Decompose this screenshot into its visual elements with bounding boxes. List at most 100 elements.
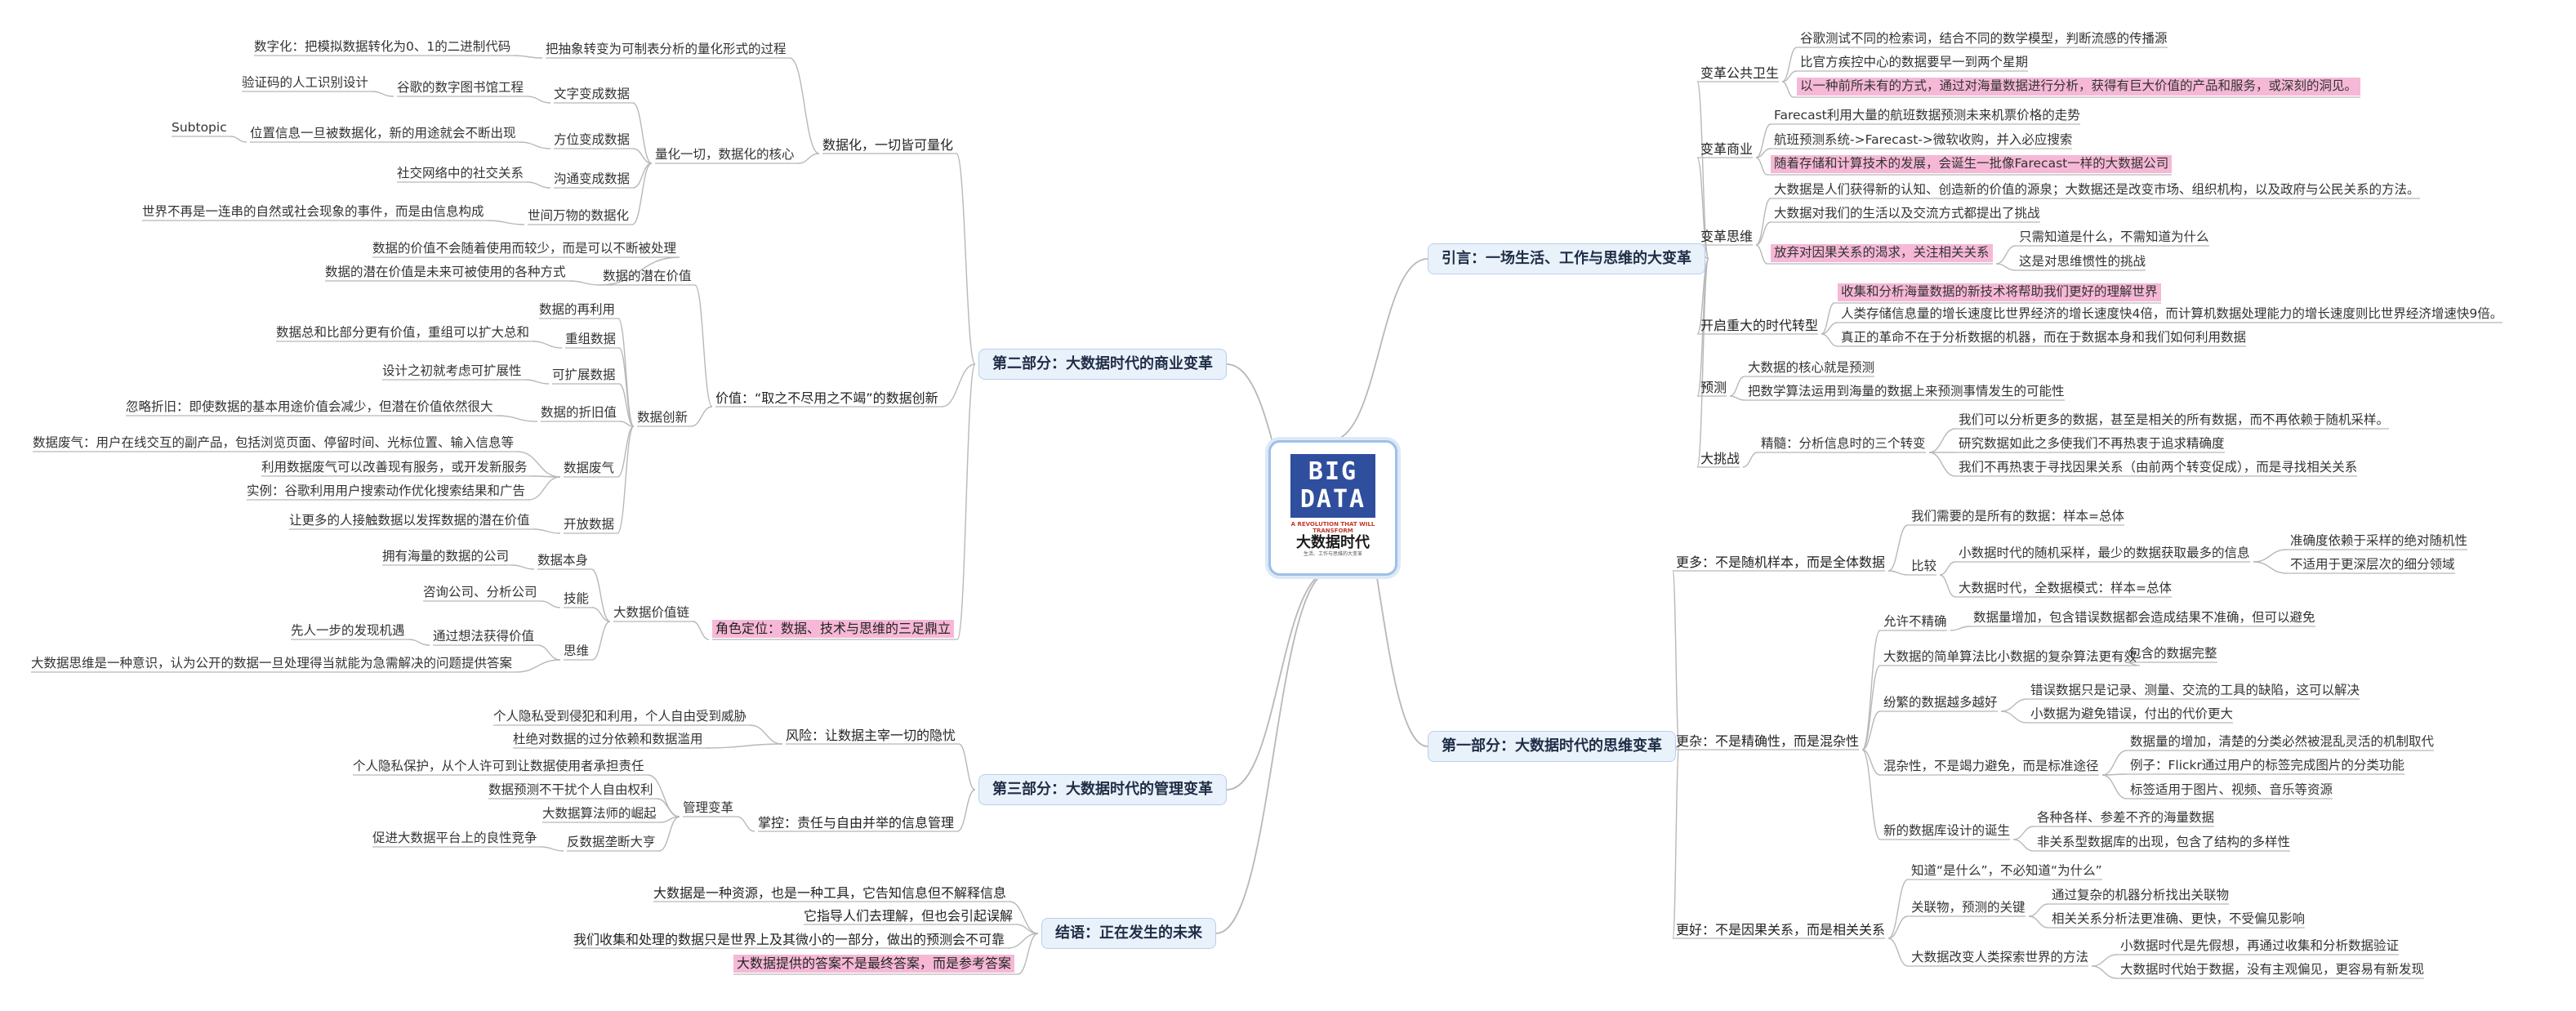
- intro-era-1[interactable]: 收集和分析海量数据的新技术将帮助我们更好的理解世界: [1838, 283, 2161, 301]
- p1-db-1[interactable]: 各种各样、参差不齐的海量数据: [2037, 810, 2215, 825]
- intro-thinking-1[interactable]: 大数据是人们获得新的认知、创造新的价值的源泉；大数据还是改变市场、组织机构，以及…: [1774, 182, 2420, 197]
- p2-latent[interactable]: 数据的潜在价值: [603, 269, 692, 283]
- p2-all-1[interactable]: 世界不再是一连串的自然或社会现象的事件，而是由信息构成: [142, 204, 484, 219]
- p2-comm-1[interactable]: 社交网络中的社交关系: [397, 166, 524, 180]
- intro-business-2[interactable]: 航班预测系统->Farecast->微软收购，并入必应搜索: [1774, 132, 2073, 147]
- intro-era[interactable]: 开启重大的时代转型: [1700, 318, 1819, 333]
- p1-compare-2[interactable]: 大数据时代，全数据模式：样本=总体: [1959, 581, 2172, 595]
- intro-thinking[interactable]: 变革思维: [1700, 229, 1754, 244]
- p3-ctrl[interactable]: 掌控：责任与自由并举的信息管理: [758, 815, 955, 831]
- p1-messy[interactable]: 更杂：不是精确性，而是混杂性: [1676, 733, 1860, 749]
- p3-risk[interactable]: 风险：让数据主宰一切的隐忧: [786, 728, 956, 743]
- p1-change-1[interactable]: 小数据时代是先假想，再通过收集和分析数据验证: [2120, 938, 2400, 953]
- intro-challenge-3[interactable]: 我们不再热衷于寻找因果关系（由前两个转变促成），而是寻找相关关系: [1959, 460, 2358, 474]
- p2-latent-1[interactable]: 数据的价值不会随着使用而较少，而是可以不断被处理: [372, 241, 677, 256]
- p2-pos[interactable]: 方位变成数据: [554, 132, 631, 147]
- p3-risk-2[interactable]: 杜绝对数据的过分依赖和数据滥用: [513, 732, 703, 746]
- p2-ext-1[interactable]: 设计之初就考虑可扩展性: [382, 363, 522, 378]
- p1-mixed-1[interactable]: 数据量的增加，清楚的分类必然被混乱灵活的机制取代: [2130, 734, 2435, 749]
- p2-mind-2[interactable]: 大数据思维是一种意识，认为公开的数据一旦处理得当就能为急需解决的问题提供答案: [31, 656, 513, 670]
- intro-predict-1[interactable]: 大数据的核心就是预测: [1748, 360, 1875, 375]
- intro-health-2[interactable]: 比官方疾控中心的数据要早一到两个星期: [1800, 55, 2029, 69]
- p1-simple-1[interactable]: 包含的数据完整: [2128, 646, 2217, 661]
- ending-4[interactable]: 大数据提供的答案不是最终答案，而是参考答案: [733, 955, 1015, 973]
- p2-pos-1[interactable]: 位置信息一旦被数据化，新的用途就会不断出现: [250, 126, 516, 140]
- p2-innov[interactable]: 数据创新: [637, 410, 689, 425]
- intro-challenge-sub[interactable]: 精髓：分析信息时的三个转变: [1761, 436, 1926, 451]
- intro-predict-2[interactable]: 把数学算法运用到海量的数据上来预测事情发生的可能性: [1748, 384, 2065, 399]
- intro-challenge[interactable]: 大挑战: [1700, 451, 1740, 466]
- p2-exhaust-2[interactable]: 利用数据废气可以改善现有服务，或开发新服务: [261, 460, 528, 474]
- p2-dep[interactable]: 数据的折旧值: [541, 405, 617, 420]
- p1-compare-1a[interactable]: 准确度依赖于采样的绝对随机性: [2290, 533, 2468, 548]
- p2-exhaust[interactable]: 数据废气: [564, 461, 615, 475]
- p1-simple[interactable]: 大数据的简单算法比小数据的复杂算法更有效: [1883, 649, 2137, 664]
- p1-more-1[interactable]: 我们需要的是所有的数据：样本=总体: [1911, 509, 2124, 523]
- p1-worse[interactable]: 纷繁的数据越多越好: [1883, 695, 1998, 710]
- p2-text-1[interactable]: 谷歌的数字图书馆工程: [397, 80, 524, 95]
- p1-mixed-3[interactable]: 标签适用于图片、视频、音乐等资源: [2130, 782, 2333, 797]
- p2-ext[interactable]: 可扩展数据: [552, 367, 616, 382]
- p1-compare-1[interactable]: 小数据时代的随机采样，最少的数据获取最多的信息: [1959, 546, 2250, 560]
- intro-era-2[interactable]: 人类存储信息量的增长速度比世界经济的增长速度快4倍，而计算机数据处理能力的增长速…: [1841, 306, 2503, 321]
- p1-compare-1b[interactable]: 不适用于更深层次的细分领域: [2290, 557, 2455, 572]
- p2-core[interactable]: 量化一切，数据化的核心: [655, 147, 795, 162]
- p2-exhaust-3[interactable]: 实例：谷歌利用用户搜索动作优化搜索结果和广告: [247, 483, 526, 498]
- p2-pos-1a[interactable]: Subtopic: [172, 120, 227, 135]
- main-node-part3[interactable]: 第三部分：大数据时代的管理变革: [978, 774, 1227, 805]
- p1-allow[interactable]: 允许不精确: [1883, 614, 1947, 629]
- p2-quant-sub[interactable]: 把抽象转变为可制表分析的量化形式的过程: [546, 42, 787, 56]
- p2-mind-1a[interactable]: 先人一步的发现机遇: [291, 623, 405, 638]
- intro-predict[interactable]: 预测: [1700, 380, 1727, 395]
- intro-challenge-2[interactable]: 研究数据如此之多使我们不再热衷于追求精确度: [1959, 436, 2225, 451]
- p1-worse-2[interactable]: 小数据为避免错误，付出的代价更大: [2030, 706, 2234, 721]
- p2-recomb-1[interactable]: 数据总和比部分更有价值，重组可以扩大总和: [276, 325, 530, 340]
- p3-mgmt-1[interactable]: 个人隐私保护，从个人许可到让数据使用者承担责任: [353, 759, 644, 773]
- p2-role[interactable]: 角色定位：数据、技术与思维的三足鼎立: [712, 620, 955, 638]
- p2-recomb[interactable]: 重组数据: [565, 332, 617, 346]
- ending-2[interactable]: 它指导人们去理解，但也会引起误解: [804, 908, 1014, 924]
- p1-better[interactable]: 更好：不是因果关系，而是相关关系: [1676, 922, 1886, 938]
- p2-chain[interactable]: 大数据价值链: [613, 605, 690, 620]
- p1-key-1[interactable]: 通过复杂的机器分析找出关联物: [2052, 888, 2230, 902]
- p3-mgmt-4[interactable]: 反数据垄断大亨: [567, 835, 656, 849]
- p2-data[interactable]: 数据本身: [537, 553, 589, 568]
- p2-all[interactable]: 世间万物的数据化: [528, 208, 630, 223]
- p3-mgmt-4a[interactable]: 促进大数据平台上的良性竞争: [372, 831, 537, 845]
- ending-1[interactable]: 大数据是一种资源，也是一种工具，它告知信息但不解释信息: [653, 885, 1007, 901]
- p3-mgmt[interactable]: 管理变革: [683, 800, 734, 815]
- p1-mixed-2[interactable]: 例子：Flickr通过用户的标签完成图片的分类功能: [2130, 758, 2404, 773]
- intro-business-3[interactable]: 随着存储和计算技术的发展，会诞生一批像Farecast一样的大数据公司: [1771, 155, 2173, 173]
- p1-change[interactable]: 大数据改变人类探索世界的方法: [1911, 950, 2089, 964]
- intro-thinking-3[interactable]: 放弃对因果关系的渴求，关注相关关系: [1771, 244, 1993, 262]
- p2-dep-1[interactable]: 忽略折旧：即使数据的基本用途价值会减少，但潜在价值依然很大: [126, 399, 493, 414]
- p2-skill-1[interactable]: 咨询公司、分析公司: [423, 585, 537, 599]
- center-book-cover[interactable]: BIG DATA A REVOLUTION THAT WILL TRANSFOR…: [1268, 440, 1397, 576]
- intro-business[interactable]: 变革商业: [1700, 141, 1754, 157]
- p1-allow-1[interactable]: 数据量增加，包含错误数据都会造成结果不准确，但可以避免: [1973, 610, 2315, 625]
- p2-exhaust-1[interactable]: 数据废气：用户在线交互的副产品，包括浏览页面、停留时间、光标位置、输入信息等: [33, 435, 515, 450]
- ending-3[interactable]: 我们收集和处理的数据只是世界上及其微小的一部分，做出的预测会不可靠: [573, 932, 1005, 947]
- intro-health[interactable]: 变革公共卫生: [1700, 65, 1780, 81]
- intro-health-1[interactable]: 谷歌测试不同的检索词，结合不同的数学模型，判断流感的传播源: [1800, 31, 2168, 46]
- p2-value[interactable]: 价值：“取之不尽用之不竭”的数据创新: [715, 390, 938, 406]
- p2-mind-1[interactable]: 通过想法获得价值: [433, 629, 535, 644]
- p1-worse-1[interactable]: 错误数据只是记录、测量、交流的工具的缺陷，这可以解决: [2030, 683, 2360, 697]
- p2-reuse[interactable]: 数据的再利用: [539, 302, 616, 317]
- p3-mgmt-3[interactable]: 大数据算法师的崛起: [542, 806, 657, 821]
- p3-mgmt-2[interactable]: 数据预测不干扰个人自由权利: [488, 782, 653, 797]
- main-node-intro[interactable]: 引言：一场生活、工作与思维的大变革: [1428, 243, 1705, 274]
- p2-mind[interactable]: 思维: [564, 644, 590, 658]
- main-node-part2[interactable]: 第二部分：大数据时代的商业变革: [978, 349, 1227, 380]
- p1-mixed[interactable]: 混杂性，不是竭力避免，而是标准途径: [1883, 759, 2099, 773]
- main-node-ending[interactable]: 结语：正在发生的未来: [1041, 918, 1216, 949]
- p1-key-2[interactable]: 相关关系分析法更准确、更快，不受偏见影响: [2052, 911, 2306, 926]
- p1-compare[interactable]: 比较: [1911, 559, 1937, 573]
- p2-latent-2[interactable]: 数据的潜在价值是未来可被使用的各种方式: [325, 265, 566, 279]
- p2-text[interactable]: 文字变成数据: [554, 87, 631, 101]
- p1-better-1[interactable]: 知道“是什么”，不必知道“为什么”: [1911, 863, 2102, 878]
- intro-challenge-1[interactable]: 我们可以分析更多的数据，甚至是相关的所有数据，而不再依赖于随机采样。: [1959, 412, 2390, 427]
- p2-open-1[interactable]: 让更多的人接触数据以发挥数据的潜在价值: [289, 513, 530, 528]
- p2-comm[interactable]: 沟通变成数据: [554, 171, 631, 186]
- intro-health-3[interactable]: 以一种前所未有的方式，通过对海量数据进行分析，获得有巨大价值的产品和服务，或深刻…: [1797, 78, 2361, 96]
